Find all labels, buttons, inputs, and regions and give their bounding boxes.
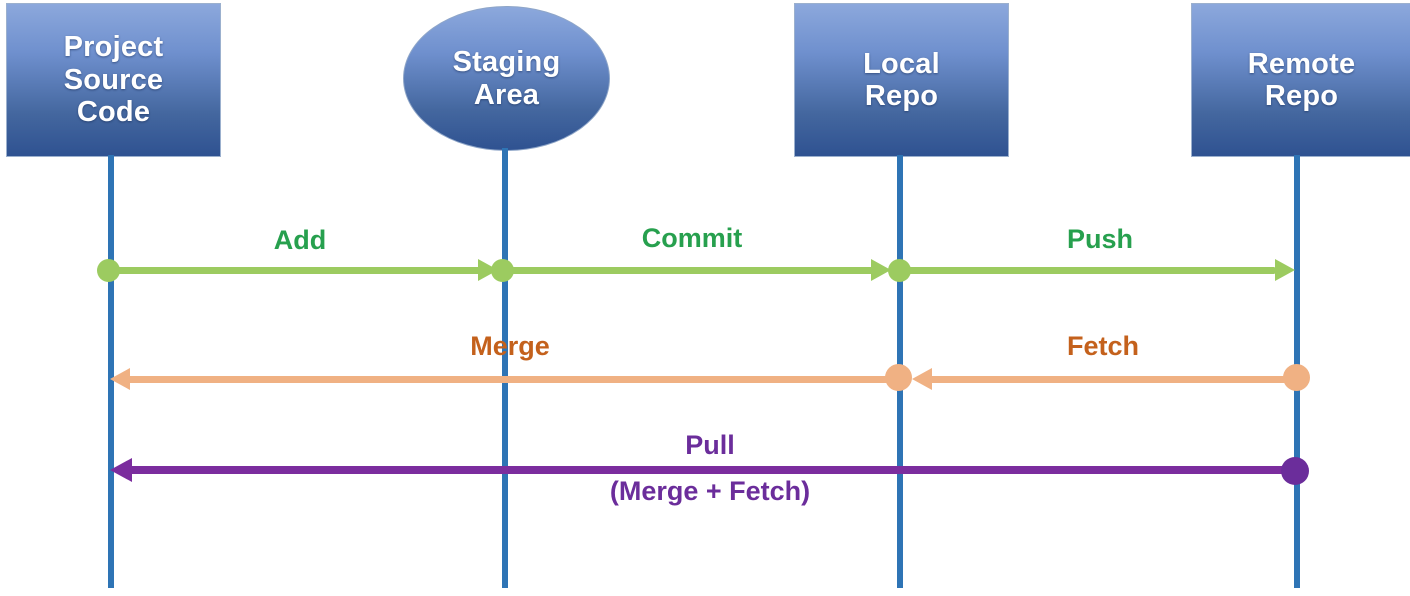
- message-label-push: Push: [1066, 224, 1133, 254]
- node-local-repo[interactable]: Local Repo: [794, 3, 1009, 157]
- node-local-repo-label: Local Repo: [863, 47, 940, 112]
- message-dot-staging-area: [491, 259, 514, 282]
- arrowhead-merge: [110, 368, 130, 390]
- node-remote-repo[interactable]: Remote Repo: [1191, 3, 1410, 157]
- message-label-fetch: Fetch: [1066, 331, 1139, 361]
- arrowhead-fetch: [912, 368, 932, 390]
- message-dot-local-repo: [888, 259, 911, 282]
- message-line-commit: [502, 267, 873, 274]
- node-project-source-code-label: Project Source Code: [63, 31, 164, 129]
- arrowhead-push: [1275, 259, 1295, 281]
- message-label-merge: Merge: [470, 331, 550, 361]
- message-line-fetch: [930, 376, 1302, 383]
- message-line-merge: [128, 376, 903, 383]
- message-dot-pull-remote-repo: [1281, 457, 1309, 485]
- node-staging-area-label: Staging Area: [452, 46, 561, 111]
- message-line-pull: [130, 466, 1295, 474]
- message-line-add: [108, 267, 480, 274]
- message-label-pull-sub: (Merge + Fetch): [609, 476, 811, 506]
- message-dot-merge-local-repo: [885, 364, 912, 391]
- message-dot-add-source: [97, 259, 120, 282]
- node-project-source-code[interactable]: Project Source Code: [6, 3, 221, 157]
- arrowhead-commit: [871, 259, 891, 281]
- message-label-add: Add: [273, 225, 327, 255]
- message-dot-fetch-remote-repo: [1283, 364, 1310, 391]
- node-remote-repo-label: Remote Repo: [1247, 47, 1356, 112]
- lifeline-staging-area: [502, 148, 508, 588]
- message-label-commit: Commit: [641, 223, 743, 253]
- message-label-pull: Pull: [685, 430, 735, 460]
- node-staging-area[interactable]: Staging Area: [403, 6, 610, 151]
- message-line-push: [897, 267, 1275, 274]
- arrowhead-pull: [110, 458, 132, 482]
